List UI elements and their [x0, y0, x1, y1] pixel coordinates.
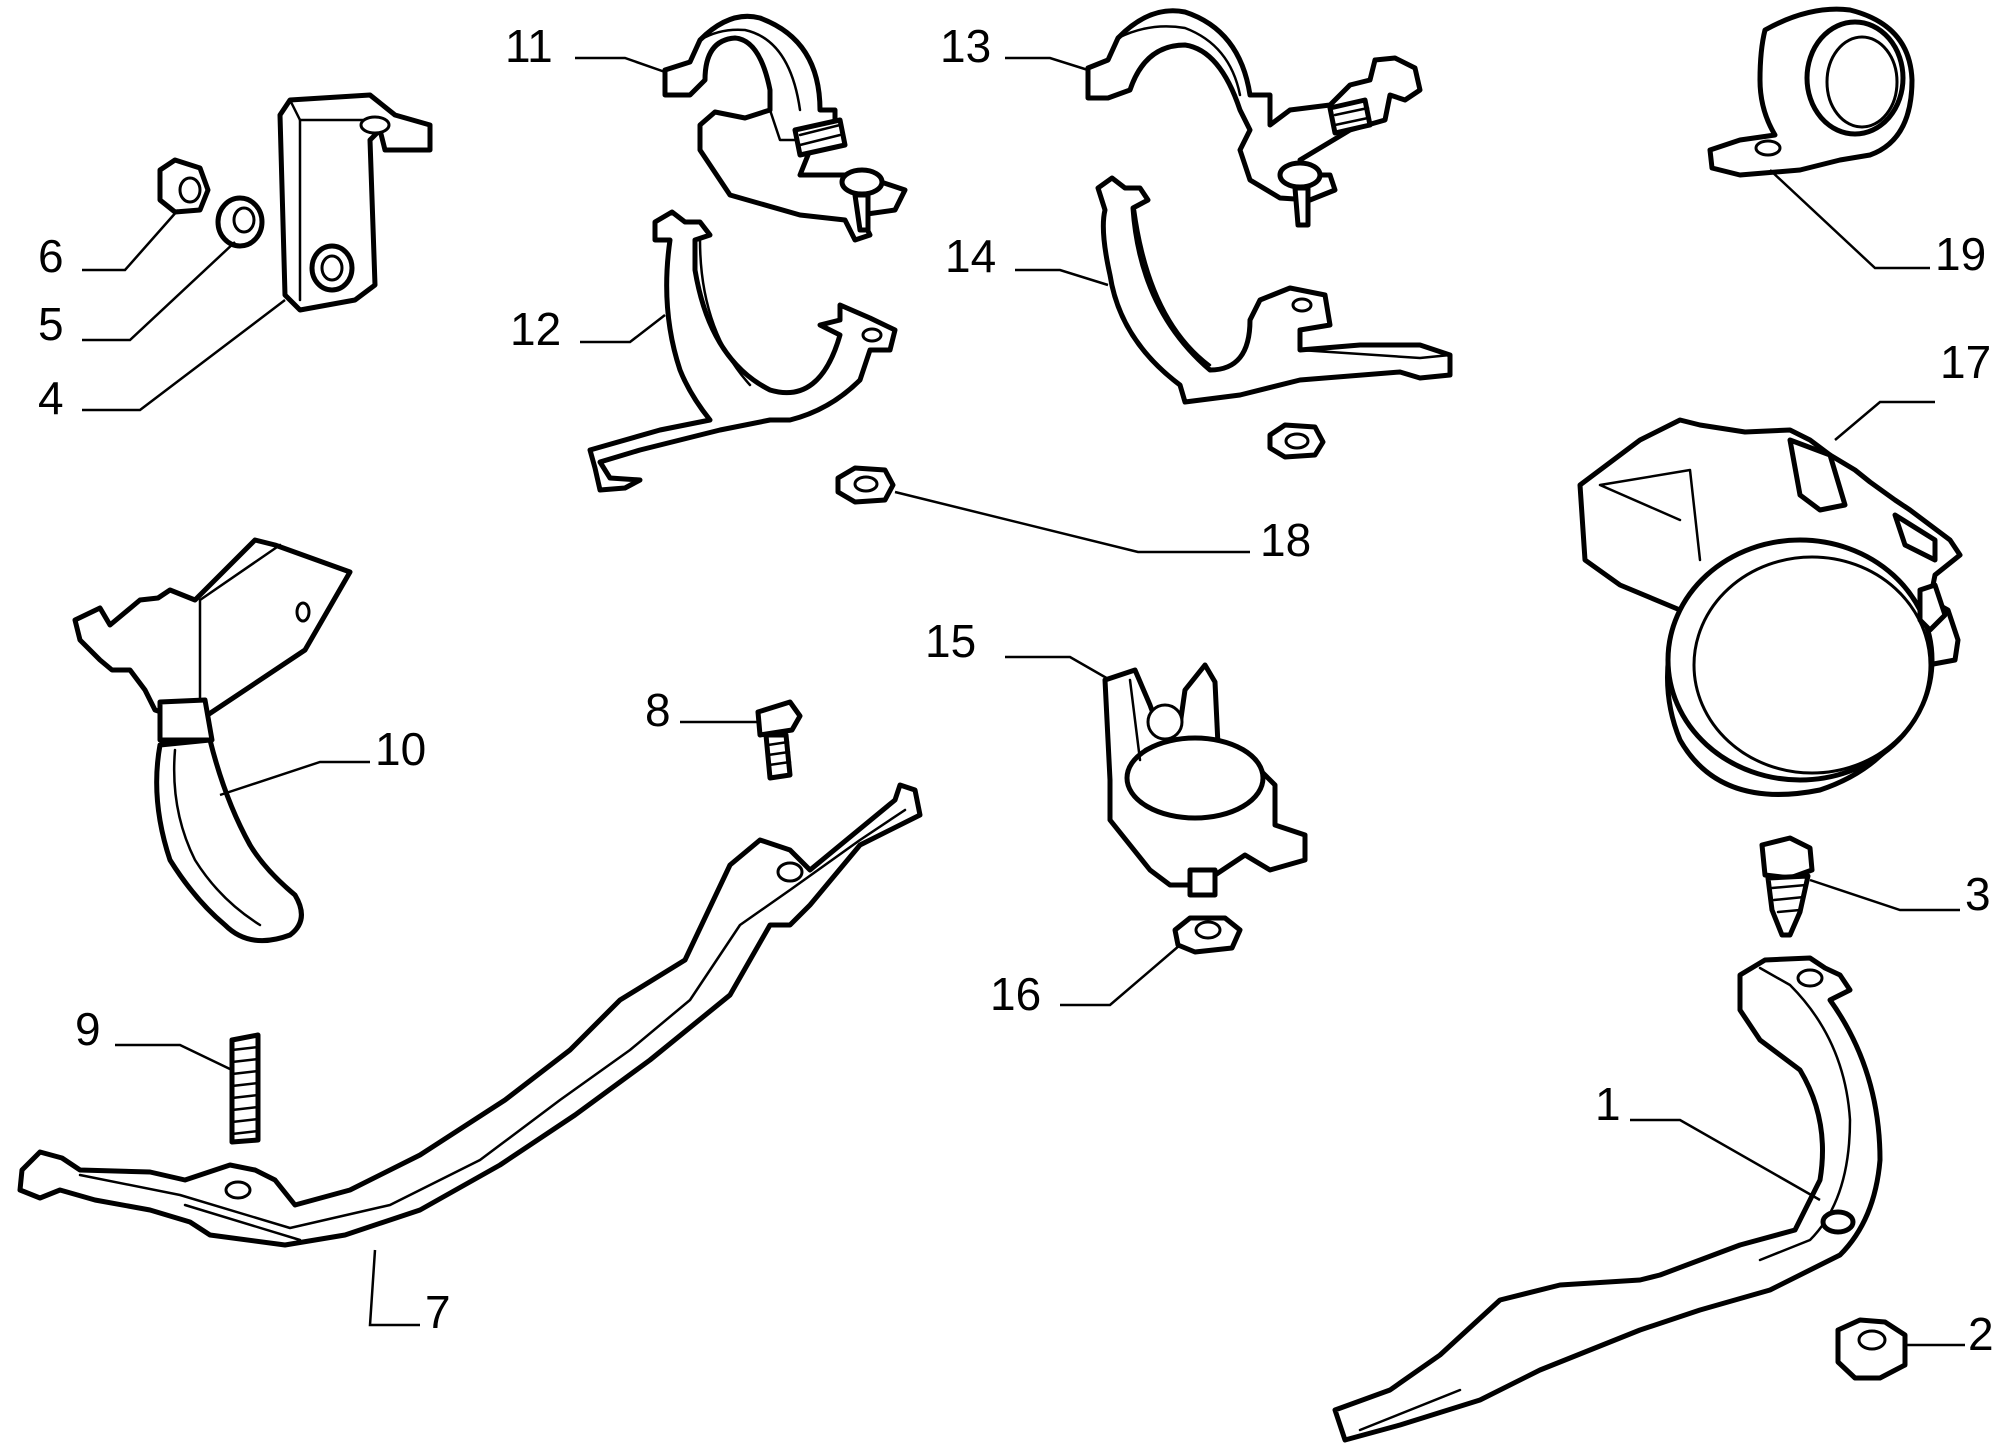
part-12-clamp[interactable] — [587, 209, 898, 493]
part-16-nut[interactable] — [1172, 915, 1243, 955]
part-9-stud[interactable] — [229, 1032, 261, 1145]
leader-7 — [368, 1249, 420, 1327]
part-3-screw[interactable] — [1759, 835, 1815, 938]
part-13-clamp[interactable] — [1085, 8, 1423, 228]
callout-10: 10 — [375, 723, 426, 775]
leader-4 — [82, 299, 286, 412]
callout-18: 18 — [1260, 514, 1311, 566]
callout-8: 8 — [645, 684, 671, 736]
part-10-bracket-tube[interactable] — [72, 537, 353, 944]
leader-12 — [580, 314, 666, 344]
callout-4: 4 — [38, 372, 64, 424]
leader-11 — [575, 56, 666, 74]
leader-10 — [219, 760, 370, 797]
callout-19: 19 — [1935, 228, 1986, 280]
leader-5 — [82, 241, 236, 342]
leader-18 — [894, 490, 1250, 554]
callout-15: 15 — [925, 615, 976, 667]
leader-1 — [1630, 1118, 1821, 1202]
callout-13: 13 — [940, 20, 991, 72]
part-18-nut-right[interactable] — [1267, 422, 1326, 460]
part-11-clamp[interactable] — [662, 13, 908, 243]
part-8-bolt[interactable] — [755, 699, 803, 781]
part-19-clip[interactable] — [1707, 6, 1915, 178]
part-4-bracket[interactable] — [277, 92, 433, 313]
leader-16 — [1060, 944, 1181, 1007]
callout-2: 2 — [1968, 1308, 1994, 1360]
leader-3 — [1809, 878, 1960, 912]
callout-17: 17 — [1940, 336, 1991, 388]
leader-13 — [1005, 56, 1089, 72]
part-14-clamp[interactable] — [1095, 175, 1453, 405]
callout-3: 3 — [1965, 868, 1991, 920]
callout-labels: 1 2 3 4 5 6 7 8 9 10 11 12 13 14 15 16 1… — [38, 20, 1994, 1360]
callout-11: 11 — [505, 20, 553, 72]
callout-9: 9 — [75, 1003, 101, 1055]
callout-5: 5 — [38, 298, 64, 350]
part-2-nut[interactable] — [1835, 1317, 1908, 1381]
part-18-nut-left[interactable] — [835, 465, 896, 505]
leader-lines — [82, 56, 1965, 1347]
leader-15 — [1005, 655, 1111, 682]
callout-16: 16 — [990, 968, 1041, 1020]
part-7-strap[interactable] — [17, 782, 923, 1248]
callout-7: 7 — [425, 1286, 451, 1338]
part-1-bracket[interactable] — [1332, 955, 1883, 1443]
leader-14 — [1015, 268, 1109, 287]
part-6-nut[interactable] — [157, 157, 211, 215]
part-5-washer[interactable] — [215, 195, 265, 249]
callout-14: 14 — [945, 230, 996, 282]
callout-6: 6 — [38, 230, 64, 282]
leader-19 — [1769, 169, 1930, 270]
part-17-clamp[interactable] — [1577, 417, 1963, 797]
callout-12: 12 — [510, 303, 561, 355]
part-15-mount[interactable] — [1102, 662, 1308, 898]
callout-1: 1 — [1595, 1078, 1621, 1130]
leader-17 — [1834, 400, 1935, 441]
leader-6 — [82, 209, 179, 272]
leader-9 — [115, 1043, 233, 1072]
